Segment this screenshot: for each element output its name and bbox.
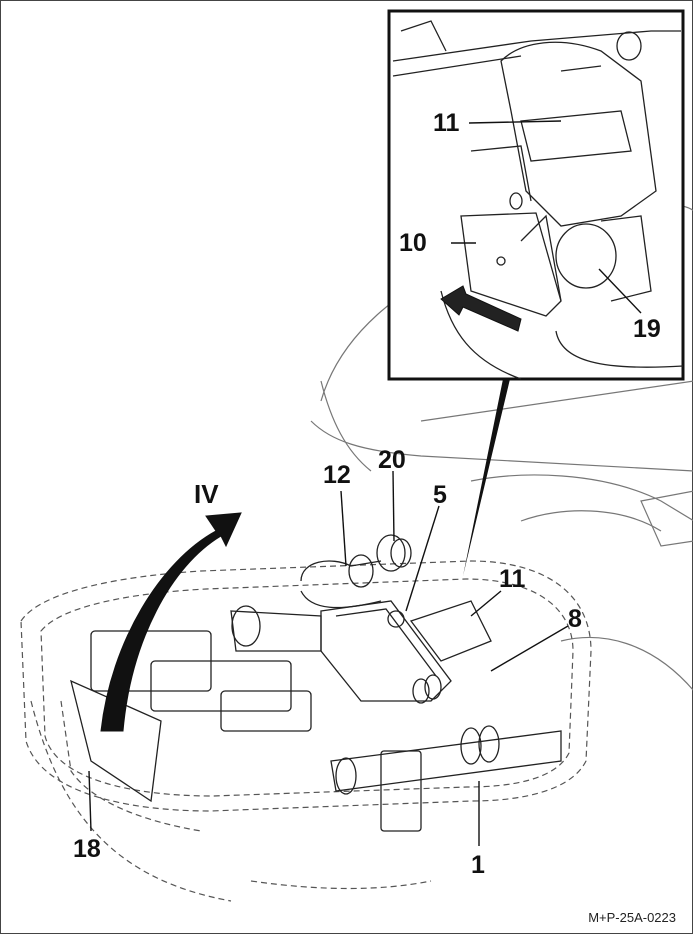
callout-19: 19: [633, 315, 661, 343]
storage-tray-outline: [20, 560, 592, 902]
callout-11-inset: 11: [433, 109, 460, 137]
callout-10: 10: [399, 229, 427, 257]
inset-connector: [463, 379, 510, 576]
figure-reference-code: M+P-25A-0223: [588, 910, 676, 925]
tray-components: [70, 534, 562, 832]
push-arrow: [440, 285, 522, 332]
detail-inset-frame: [387, 9, 685, 381]
callout-11-main: 11: [499, 565, 526, 593]
callout-12: 12: [323, 461, 351, 489]
callout-1: 1: [471, 851, 485, 879]
rotation-arrow: [100, 512, 242, 732]
callout-5: 5: [433, 481, 447, 509]
leader-lines: [88, 120, 642, 846]
callout-8: 8: [568, 605, 582, 633]
callout-18: 18: [73, 835, 101, 863]
view-label-iv: IV: [194, 479, 219, 509]
callout-20: 20: [378, 446, 406, 474]
inset-drawing: [392, 20, 684, 380]
